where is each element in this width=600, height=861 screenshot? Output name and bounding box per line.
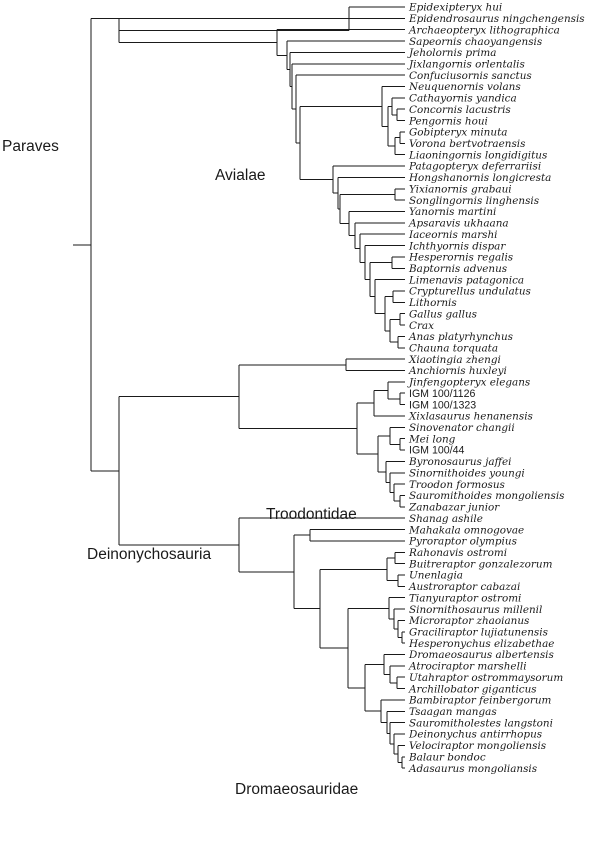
taxon-label: Graciliraptor lujiatunensis [409, 627, 548, 639]
taxon-label: Lithornis [408, 297, 457, 309]
taxon-label: Sapeornis chaoyangensis [409, 36, 542, 48]
taxon-label: Cathayornis yandica [409, 93, 517, 105]
taxon-label: Archaeopteryx lithographica [408, 24, 560, 36]
taxon-label: Hesperonychus elizabethae [408, 638, 554, 650]
taxon-label: Sauromitholestes langstoni [409, 717, 553, 729]
taxon-label: Liaoningornis longidigitus [408, 149, 547, 161]
taxon-label: Hongshanornis longicresta [408, 172, 551, 184]
taxon-label: Crax [409, 320, 434, 332]
taxon-label: Xixlasaurus henanensis [408, 411, 533, 423]
taxon-label: Ichthyornis dispar [408, 240, 506, 252]
taxon-label: Sinornithoides youngi [409, 467, 525, 479]
taxon-label: Tianyuraptor ostromi [409, 592, 521, 604]
taxon-label: Yanornis martini [409, 206, 496, 218]
taxon-label: Microraptor zhaoianus [408, 615, 529, 627]
taxon-label: Apsaravis ukhaana [408, 218, 509, 230]
taxon-label: IGM 100/1126 [409, 388, 475, 400]
taxon-label: Anchiornis huxleyi [408, 365, 507, 377]
taxon-label: Troodon formosus [409, 479, 505, 491]
taxon-label: Pyroraptor olympius [408, 536, 517, 548]
clade-labels: Paraves Avialae Troodontidae Deinonychos… [2, 138, 358, 798]
taxon-label: Mei long [408, 433, 456, 445]
taxon-label: Anas platyrhynchus [408, 331, 513, 343]
taxon-label: Iaceornis marshi [408, 229, 498, 241]
taxon-label: IGM 100/1323 [409, 399, 476, 411]
taxon-label: Patagopteryx deferrariisi [408, 161, 541, 173]
clade-label-deinonychosauria: Deinonychosauria [87, 546, 211, 563]
taxon-label: Atrociraptor marshelli [408, 661, 527, 673]
taxon-label: Sinornithosaurus millenil [409, 604, 542, 616]
taxon-label: Shanag ashile [409, 513, 483, 525]
taxon-label: Baptornis advenus [408, 263, 507, 275]
taxon-label: Pengornis houi [408, 115, 488, 127]
taxon-label: Gobipteryx minuta [409, 127, 507, 139]
taxon-label: Unenlagia [409, 570, 463, 582]
clade-label-dromaeosauridae: Dromaeosauridae [235, 781, 358, 798]
taxon-label: Balaur bondoc [408, 751, 486, 763]
taxon-label: Zanabazar junior [408, 502, 500, 514]
clade-label-troodontidae: Troodontidae [266, 506, 357, 523]
taxon-label: Velociraptor mongoliensis [409, 740, 546, 752]
taxon-label: Dromaeosaurus albertensis [408, 649, 554, 661]
taxon-label: Yixianornis grabaui [409, 183, 512, 195]
taxon-label: Sinovenator changii [409, 422, 515, 434]
taxon-label: Neuquenornis volans [408, 81, 521, 93]
clade-label-paraves: Paraves [2, 138, 59, 155]
taxon-label: Crypturellus undulatus [409, 286, 531, 298]
taxon-label: Adasaurus mongoliansis [408, 763, 537, 775]
taxon-label: Archillobator giganticus [408, 683, 537, 695]
taxon-label: Hesperornis regalis [408, 252, 513, 264]
taxon-label: Limenavis patagonica [408, 274, 524, 286]
taxon-label: Deinonychus antirrhopus [408, 729, 542, 741]
taxon-label: Sauromithoides mongoliensis [409, 490, 564, 502]
taxon-label: Confuciusornis sanctus [409, 70, 532, 82]
taxon-label: Jixlangornis orlentalis [407, 59, 525, 71]
taxon-label: Jinfengopteryx elegans [407, 377, 530, 389]
taxon-label: Rahonavis ostromi [408, 547, 507, 559]
taxon-label: Buitreraptor gonzalezorum [408, 558, 553, 570]
taxon-label: Utahraptor ostrommaysorum [409, 672, 563, 684]
taxon-label: Tsaagan mangas [409, 706, 497, 718]
tree-branches [73, 6, 405, 769]
clade-label-avialae: Avialae [215, 167, 266, 184]
taxon-label: Mahakala omnogovae [408, 524, 524, 536]
taxon-label: Chauna torquata [409, 343, 498, 355]
taxon-label: Concornis lacustris [409, 104, 511, 116]
taxon-label: Xiaotingia zhengi [408, 354, 501, 366]
taxon-label: Vorona bertvotraensis [409, 138, 525, 150]
taxon-label: Bambiraptor feinbergorum [408, 695, 552, 707]
taxon-label: Epidendrosaurus ningchengensis [408, 13, 585, 25]
taxon-label: IGM 100/44 [409, 445, 464, 457]
taxon-label: Epidexipteryx hui [408, 2, 502, 14]
taxon-label: Jeholornis prima [407, 47, 496, 59]
taxon-label: Austroraptor cabazai [408, 581, 520, 593]
taxon-label: Byronosaurus jaffei [408, 456, 511, 468]
taxon-label: Songlingornis linghensis [409, 195, 539, 207]
taxon-label: Gallus gallus [409, 308, 477, 320]
